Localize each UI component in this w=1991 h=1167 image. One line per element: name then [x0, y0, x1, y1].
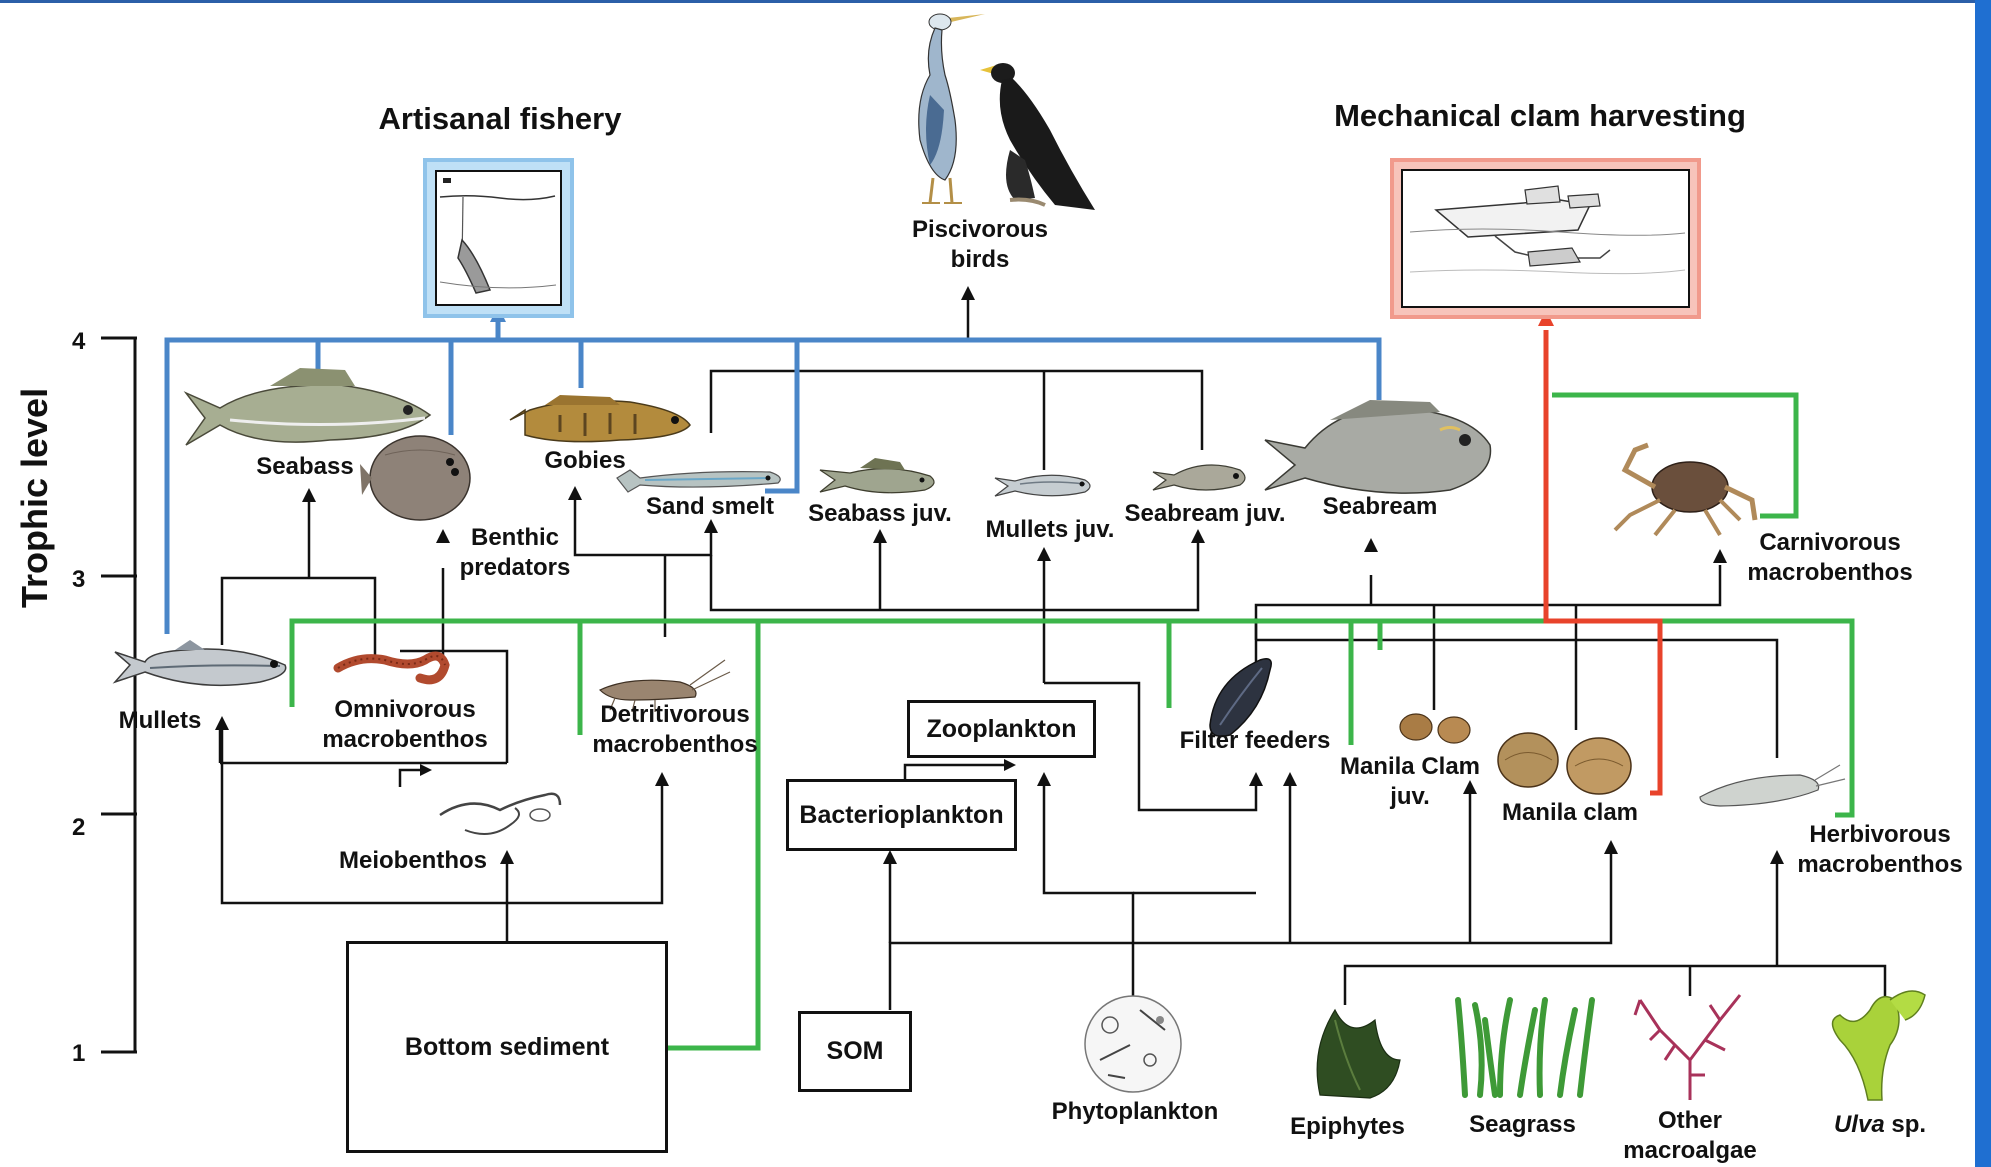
carnivorous-label: Carnivorous macrobenthos: [1747, 529, 1913, 586]
benthic-predators-label: Benthic predators: [459, 524, 571, 581]
other-macroalgae-label: Other macroalgae: [1623, 1107, 1757, 1164]
omnivorous-label: Omnivorous macrobenthos: [322, 696, 488, 753]
artisanal-fishery-picture: [423, 158, 574, 318]
bacterioplankton-box: Bacterioplankton: [786, 779, 1017, 851]
crab-icon: [1613, 442, 1758, 537]
mullets-juv-label: Mullets juv.: [985, 516, 1115, 543]
epiphyte-icon: [1316, 1008, 1401, 1099]
manila-label: Manila clam: [1501, 799, 1639, 826]
ulva-label: Ulva sp.: [1810, 1110, 1950, 1140]
detritivorous-label: Detritivorous macrobenthos: [592, 701, 758, 758]
sand-smelt-label: Sand smelt: [645, 493, 775, 520]
mullets-label: Mullets: [118, 707, 202, 734]
red-macroalgae-icon: [1633, 994, 1742, 1100]
manila-clam-icon: [1497, 732, 1632, 795]
gobies-label: Gobies: [544, 447, 626, 474]
seagrass-label: Seagrass: [1469, 1111, 1576, 1138]
sand-smelt-icon: [616, 469, 781, 493]
amphipod-icon: [1699, 764, 1846, 807]
tick-4: 4: [72, 328, 86, 355]
phytoplankton-label: Phytoplankton: [1051, 1098, 1219, 1125]
clam-harvesting-picture: [1390, 158, 1701, 319]
heron-icon: [918, 13, 985, 204]
goby-icon: [509, 395, 691, 443]
cormorant-icon: [980, 63, 1095, 210]
trophic-axis: [101, 336, 137, 1054]
meiobenthos-icon: [439, 792, 562, 835]
som-box: SOM: [798, 1011, 912, 1092]
manila-juv-label: Manila Clam juv.: [1339, 753, 1481, 810]
meiobenthos-label: Meiobenthos: [339, 847, 487, 874]
tick-1: 1: [72, 1040, 86, 1067]
seabream-icon: [1264, 400, 1492, 494]
harvest-title: Mechanical clam harvesting: [1334, 98, 1746, 133]
filter-feeders-label: Filter feeders: [1179, 727, 1331, 754]
ulva-suffix: sp.: [1884, 1111, 1927, 1138]
seagrass-icon: [1455, 997, 1595, 1098]
tick-3: 3: [72, 566, 86, 593]
zooplankton-box: Zooplankton: [907, 700, 1096, 758]
detritus-links: [289, 392, 1855, 1051]
polychaete-worm-icon: [333, 651, 450, 685]
seabream-juv-icon: [1152, 464, 1246, 491]
mussel-icon: [1209, 658, 1272, 737]
tick-2: 2: [72, 814, 86, 841]
shrimp-icon: [598, 659, 731, 713]
harvest-links: [1543, 330, 1663, 796]
arrowheads: [215, 286, 1784, 864]
right-edge-bar: [1975, 0, 1991, 1167]
phytoplankton-icon: [1084, 995, 1182, 1093]
top-rule: [0, 0, 1991, 3]
seabass-juv-icon: [819, 458, 935, 494]
seabream-label: Seabream: [1322, 493, 1438, 520]
herbivorous-label: Herbivorous macrobenthos: [1797, 821, 1963, 878]
ulva-icon: [1831, 990, 1926, 1101]
fishery-title: Artisanal fishery: [378, 101, 622, 136]
small-clam-icon: [1399, 713, 1471, 744]
flounder-icon: [360, 435, 471, 521]
seabream-juv-label: Seabream juv.: [1124, 500, 1286, 527]
axis-title: Trophic level: [14, 387, 55, 608]
mullet-icon: [112, 640, 287, 687]
birds-label: Piscivorous birds: [911, 216, 1049, 273]
ulva-genus: Ulva: [1833, 1111, 1885, 1138]
mullet-juv-icon: [994, 474, 1091, 497]
seabass-juv-label: Seabass juv.: [808, 500, 952, 527]
epiphytes-label: Epiphytes: [1290, 1113, 1405, 1140]
seabass-label: Seabass: [256, 453, 354, 480]
bottom-sediment-box: Bottom sediment: [346, 941, 668, 1153]
seabass-fish-icon: [183, 368, 432, 446]
